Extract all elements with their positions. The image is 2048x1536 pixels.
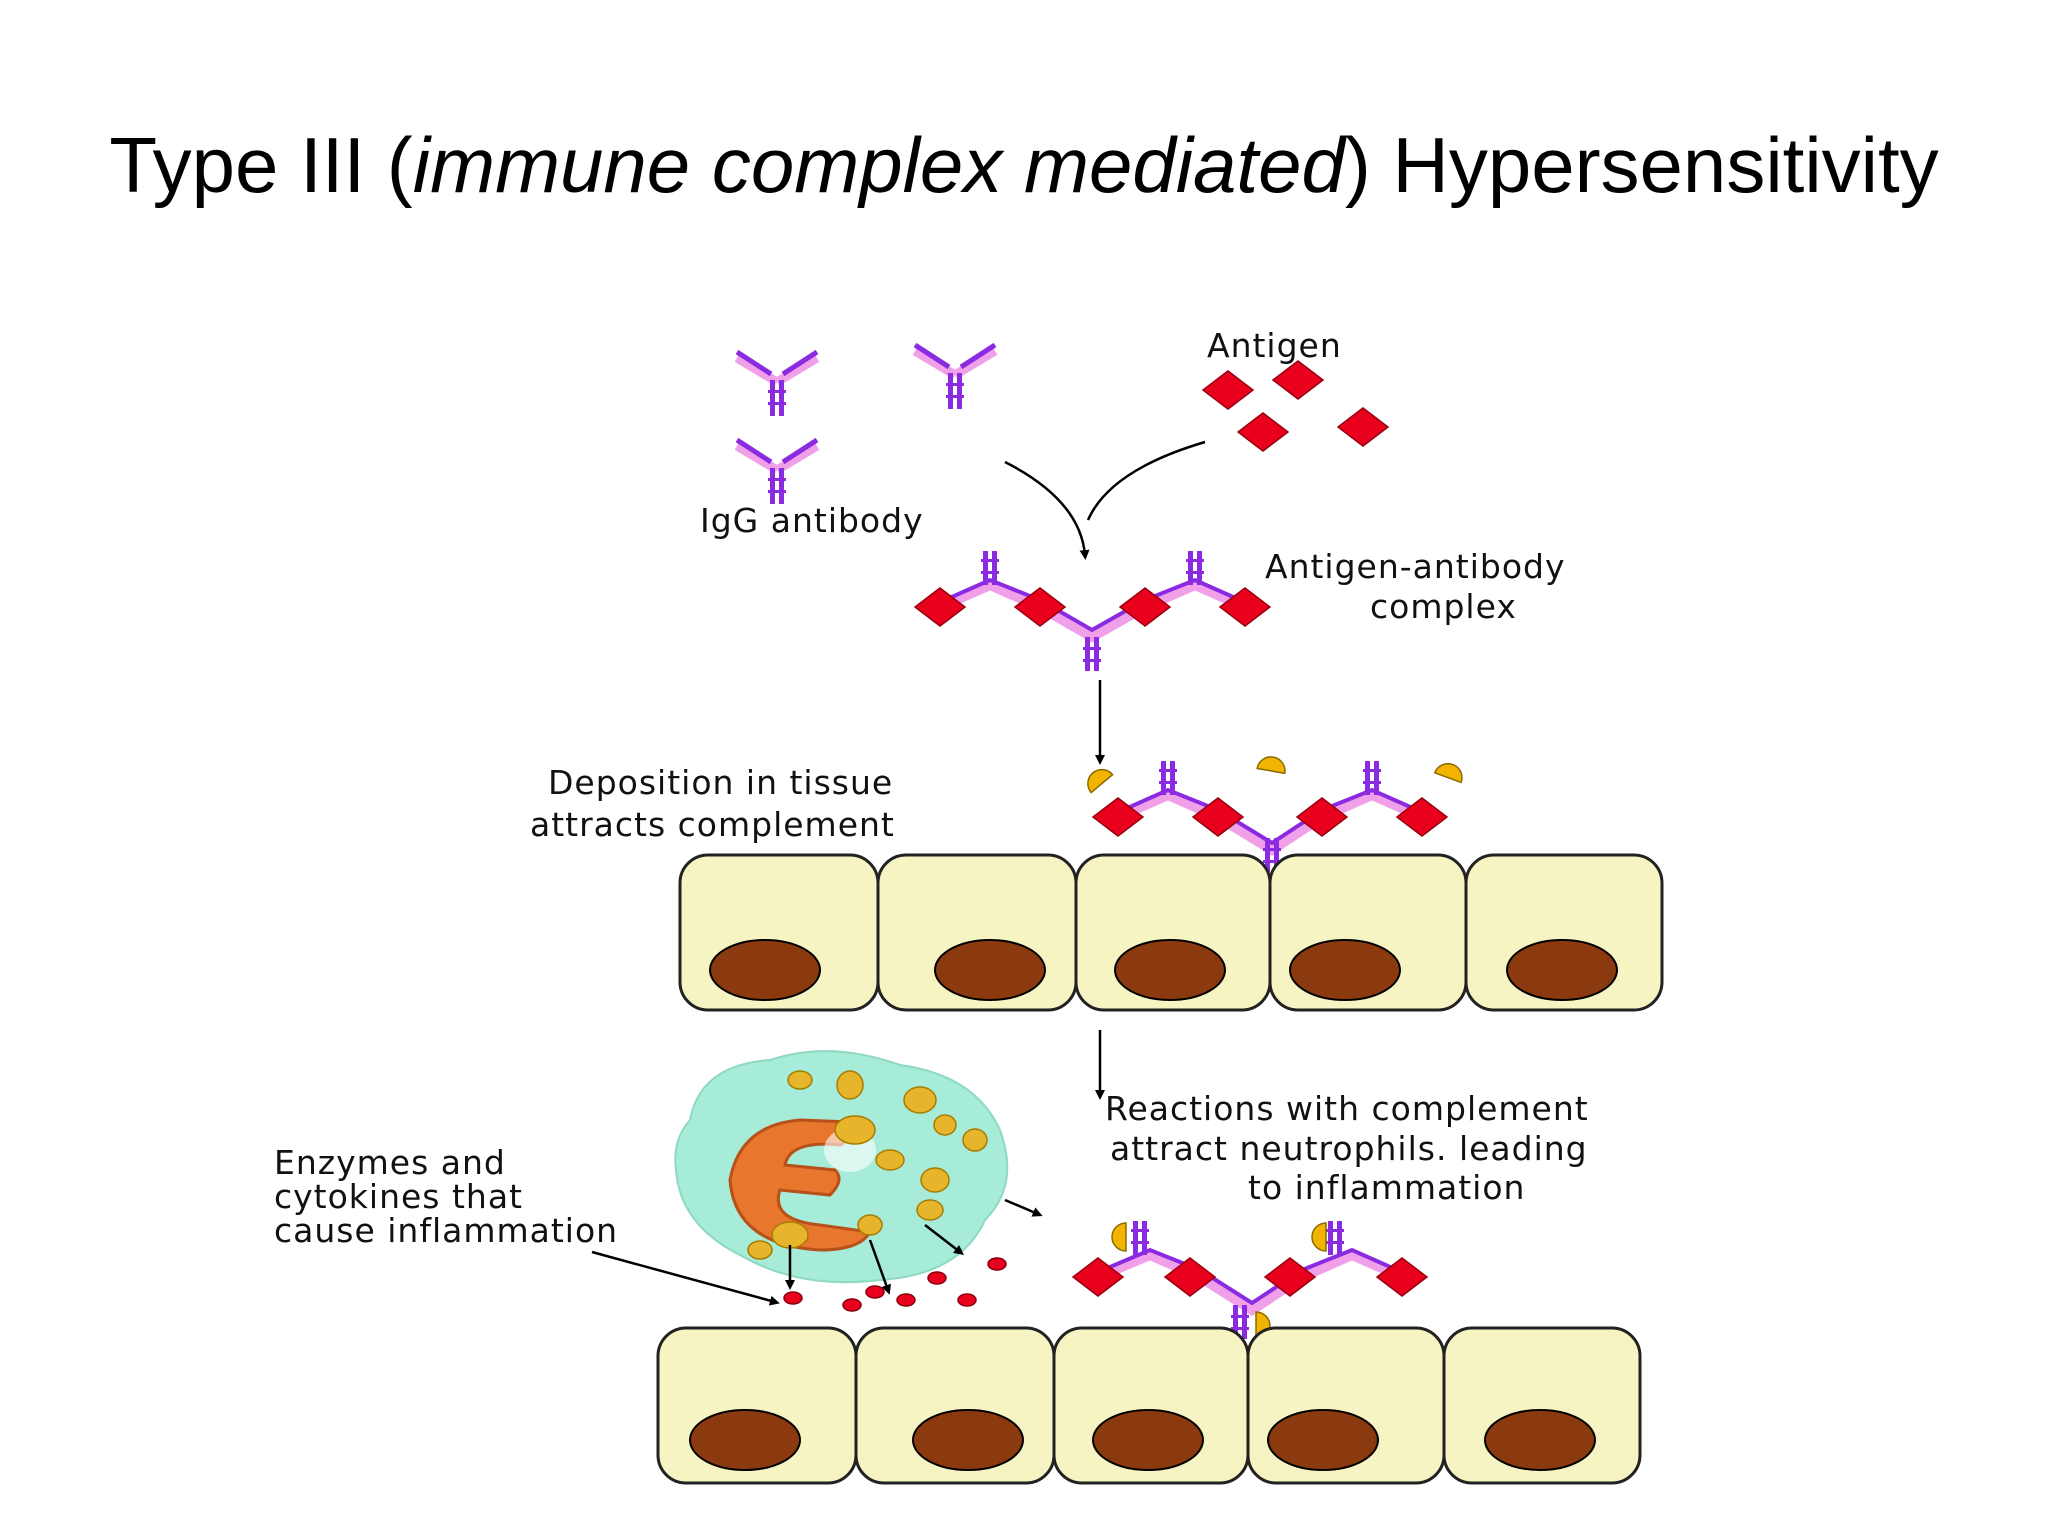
- enzymes-label-line2: cytokines that: [274, 1177, 523, 1216]
- release-arrows: [591, 1198, 1043, 1306]
- enzymes-label-line3: cause inflammation: [274, 1211, 618, 1250]
- antigen-3: [1237, 412, 1289, 452]
- complement-fragments-top: [1081, 753, 1467, 794]
- igg-antibody-2: [915, 345, 995, 409]
- reactions-label-line3: to inflammation: [1248, 1168, 1525, 1207]
- antigen-2: [1272, 360, 1324, 400]
- igg-antibodies: [737, 345, 995, 504]
- igg-antibody-3: [737, 440, 817, 504]
- immune-complex-deposited: [1092, 761, 1448, 872]
- antigen-label: Antigen: [1207, 326, 1342, 365]
- title-suffix: ) Hypersensitivity: [1344, 121, 1939, 209]
- igg-antibody-1: [737, 352, 817, 416]
- complex-label-line1: Antigen-antibody: [1265, 547, 1566, 586]
- title-italic: immune complex mediated: [412, 121, 1345, 209]
- igg-antibody-label: IgG antibody: [700, 501, 924, 540]
- free-antigens: [1202, 360, 1389, 452]
- reactions-label-line2: attract neutrophils. leading: [1110, 1129, 1588, 1168]
- enzymes-label-line1: Enzymes and: [274, 1143, 506, 1182]
- reactions-label-line1: Reactions with complement: [1105, 1089, 1589, 1128]
- deposition-label-line1: Deposition in tissue: [548, 763, 893, 802]
- tissue-cells-row-2: [656, 1326, 1642, 1485]
- converge-arrow-right: [1086, 440, 1206, 521]
- immune-complex-top: [914, 551, 1271, 671]
- converge-arrow-left: [1004, 460, 1090, 560]
- cytokine-droplets: [783, 1257, 1007, 1312]
- antigen-4: [1337, 407, 1389, 447]
- complex-label-line2: complex: [1370, 587, 1517, 626]
- tissue-cells-row-1: [678, 853, 1664, 1012]
- slide-title: Type III (immune complex mediated) Hyper…: [0, 120, 2048, 211]
- antigen-1: [1202, 370, 1254, 410]
- title-prefix: Type III (: [109, 121, 413, 209]
- neutrophil: [674, 1050, 1009, 1284]
- immune-complex-bottom: [1072, 1221, 1428, 1341]
- deposition-label-line2: attracts complement: [530, 805, 895, 844]
